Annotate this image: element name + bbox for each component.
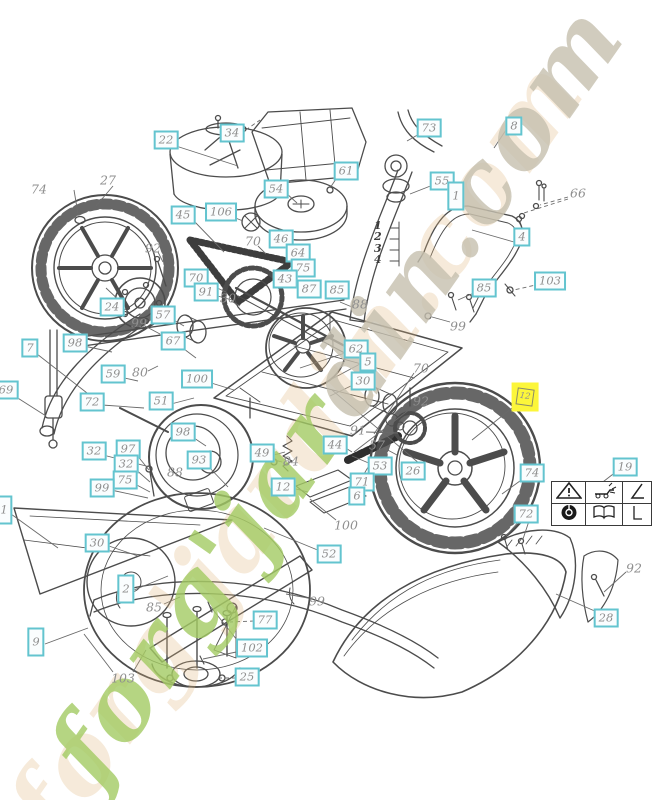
part-callout-92: 92 [413, 393, 429, 409]
part-callout-53[interactable]: 53 [367, 456, 393, 476]
part-callout-24[interactable]: 24 [99, 297, 125, 317]
part-callout-72[interactable]: 72 [513, 504, 539, 524]
lower-handle-drawing [39, 299, 347, 449]
part-callout-74[interactable]: 74 [519, 463, 545, 483]
part-callout-5[interactable]: 5 [359, 352, 377, 372]
drive-chain-drawing [186, 212, 296, 306]
part-callout-34[interactable]: 34 [219, 123, 245, 143]
assembly-step-4: 4 [374, 252, 382, 266]
part-callout-85[interactable]: 85 [324, 280, 350, 300]
part-callout-67[interactable]: 67 [160, 331, 186, 351]
part-callout-92: 92 [145, 240, 161, 256]
part-callout-32[interactable]: 32 [81, 441, 107, 461]
part-callout-45[interactable]: 45 [170, 205, 196, 225]
part-callout-26[interactable]: 26 [400, 461, 426, 481]
part-callout-25[interactable]: 25 [234, 667, 260, 687]
part-callout-2[interactable]: 2 [117, 574, 135, 604]
part-callout-9[interactable]: 9 [27, 627, 45, 657]
part-callout-88: 88 [167, 464, 183, 480]
part-callout-61[interactable]: 61 [333, 161, 359, 181]
part-callout-100: 100 [334, 517, 358, 533]
highlighted-part-number: 12 [515, 387, 535, 407]
part-callout-51[interactable]: 51 [148, 391, 174, 411]
part-callout-30: 30 [220, 290, 236, 306]
rear-cover-shells-drawing [332, 529, 619, 699]
part-callout-75[interactable]: 75 [112, 470, 138, 490]
part-callout-91[interactable]: 91 [193, 282, 219, 302]
part-callout-69[interactable]: 69 [0, 380, 19, 400]
part-callout-98[interactable]: 98 [62, 333, 88, 353]
part-callout-80: 80 [132, 364, 148, 380]
part-callout-12[interactable]: 12 [270, 477, 296, 497]
part-callout-77[interactable]: 77 [252, 610, 278, 630]
part-callout-74: 74 [31, 181, 47, 197]
part-callout-103: 103 [111, 670, 135, 686]
part-callout-70: 70 [245, 233, 261, 249]
part-callout-85[interactable]: 85 [471, 278, 497, 298]
part-callout-106[interactable]: 106 [205, 202, 237, 222]
bottom-hardware-drawing [151, 601, 241, 688]
part-callout-57: 57 [369, 437, 385, 453]
part-callout-52[interactable]: 52 [316, 544, 342, 564]
part-callout-91: 91 [350, 422, 366, 438]
part-callout-92: 92 [626, 560, 642, 576]
part-callout-19[interactable]: 19 [612, 457, 638, 477]
partial-icon [621, 503, 652, 526]
part-callout-28[interactable]: 28 [593, 608, 619, 628]
part-callout-54[interactable]: 54 [263, 179, 289, 199]
part-callout-64[interactable]: 64 [285, 243, 311, 263]
engine-stop-icon [550, 503, 587, 526]
part-callout-7[interactable]: 7 [21, 338, 39, 358]
part-callout-32[interactable]: 32 [113, 454, 139, 474]
part-callout-72[interactable]: 72 [79, 392, 105, 412]
warning-sticker [550, 481, 652, 526]
part-callout-27: 27 [100, 172, 116, 188]
assembly-step-1: 1 [374, 219, 382, 232]
part-callout-1[interactable]: 1 [447, 181, 465, 211]
read-manual-icon [585, 503, 623, 526]
part-callout-44[interactable]: 44 [322, 435, 348, 455]
driveshaft-drawing [176, 265, 358, 359]
part-callout-99: 99 [450, 318, 466, 334]
part-callout-88: 88 [352, 296, 368, 312]
part-callout-1[interactable]: 1 [0, 495, 13, 525]
assembly-step-2: 2 [374, 230, 382, 244]
assembly-step-3: 3 [374, 241, 382, 255]
part-callout-8[interactable]: 8 [505, 116, 523, 136]
part-callout-102[interactable]: 102 [236, 638, 268, 658]
part-callout-66: 66 [570, 185, 586, 201]
part-callout-103[interactable]: 103 [534, 271, 566, 291]
part-callout-22[interactable]: 22 [153, 130, 179, 150]
part-callout-87[interactable]: 87 [296, 279, 322, 299]
part-callout-6[interactable]: 6 [348, 486, 366, 506]
part-callout-99: 99 [309, 593, 325, 609]
part-callout-62[interactable]: 62 [343, 339, 369, 359]
part-callout-43[interactable]: 43 [272, 269, 298, 289]
part-callout-100[interactable]: 100 [181, 369, 213, 389]
part-callout-73[interactable]: 73 [416, 118, 442, 138]
part-callout-30[interactable]: 30 [350, 371, 376, 391]
part-callout-98[interactable]: 98 [170, 422, 196, 442]
part-callout-99: 99 [131, 315, 147, 331]
part-callout-93[interactable]: 93 [186, 450, 212, 470]
pulley-disc-drawing [254, 179, 348, 241]
part-callout-49[interactable]: 49 [249, 443, 275, 463]
part-callout-70: 70 [413, 360, 429, 376]
highlighted-part-callout-12[interactable]: 12 [511, 382, 539, 412]
rear-bracket-drawing [417, 179, 547, 323]
part-callout-99[interactable]: 99 [89, 478, 115, 498]
part-callout-84: 84 [283, 453, 299, 469]
part-callout-57[interactable]: 57 [150, 305, 176, 325]
part-callout-59[interactable]: 59 [100, 364, 126, 384]
part-callout-4[interactable]: 4 [513, 227, 531, 247]
part-callout-85: 85 [146, 599, 162, 615]
upper-handle-drawing [349, 109, 443, 323]
part-callout-30[interactable]: 30 [84, 533, 110, 553]
part-callout-71[interactable]: 71 [349, 472, 375, 492]
